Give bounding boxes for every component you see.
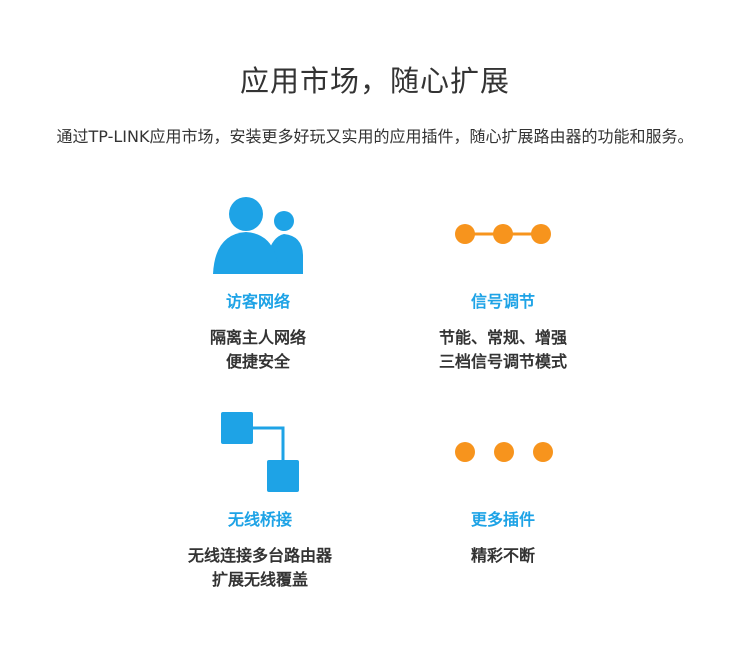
bridge-icon — [140, 408, 380, 498]
feature-desc-line: 无线连接多台路由器 — [187, 546, 332, 565]
feature-more-plugins: 更多插件 精彩不断 — [383, 408, 623, 568]
users-icon — [138, 190, 378, 280]
feature-title: 访客网络 — [225, 292, 290, 311]
page-title: 应用市场，随心扩展 — [239, 64, 510, 98]
feature-signal-adjust: 信号调节 节能、常规、增强 三档信号调节模式 — [383, 190, 623, 374]
feature-description: 节能、常规、增强 三档信号调节模式 — [383, 326, 623, 374]
feature-guest-network: 访客网络 隔离主人网络 便捷安全 — [138, 190, 378, 374]
feature-title: 更多插件 — [470, 510, 535, 529]
feature-description: 无线连接多台路由器 扩展无线覆盖 — [140, 544, 380, 592]
feature-desc-line: 精彩不断 — [470, 546, 535, 565]
feature-desc-line: 三档信号调节模式 — [438, 352, 567, 371]
more-dots-icon — [383, 408, 623, 498]
feature-desc-line: 节能、常规、增强 — [438, 328, 567, 347]
feature-desc-line: 扩展无线覆盖 — [211, 570, 308, 589]
page-subtitle: 通过TP-LINK应用市场，安装更多好玩又实用的应用插件，随心扩展路由器的功能和… — [56, 127, 694, 146]
feature-title: 信号调节 — [470, 292, 535, 311]
signal-dots-icon — [383, 190, 623, 280]
feature-description: 精彩不断 — [383, 544, 623, 568]
feature-desc-line: 隔离主人网络 — [209, 328, 306, 347]
feature-description: 隔离主人网络 便捷安全 — [138, 326, 378, 374]
feature-wireless-bridge: 无线桥接 无线连接多台路由器 扩展无线覆盖 — [140, 408, 380, 592]
feature-title: 无线桥接 — [227, 510, 292, 529]
feature-desc-line: 便捷安全 — [225, 352, 290, 371]
